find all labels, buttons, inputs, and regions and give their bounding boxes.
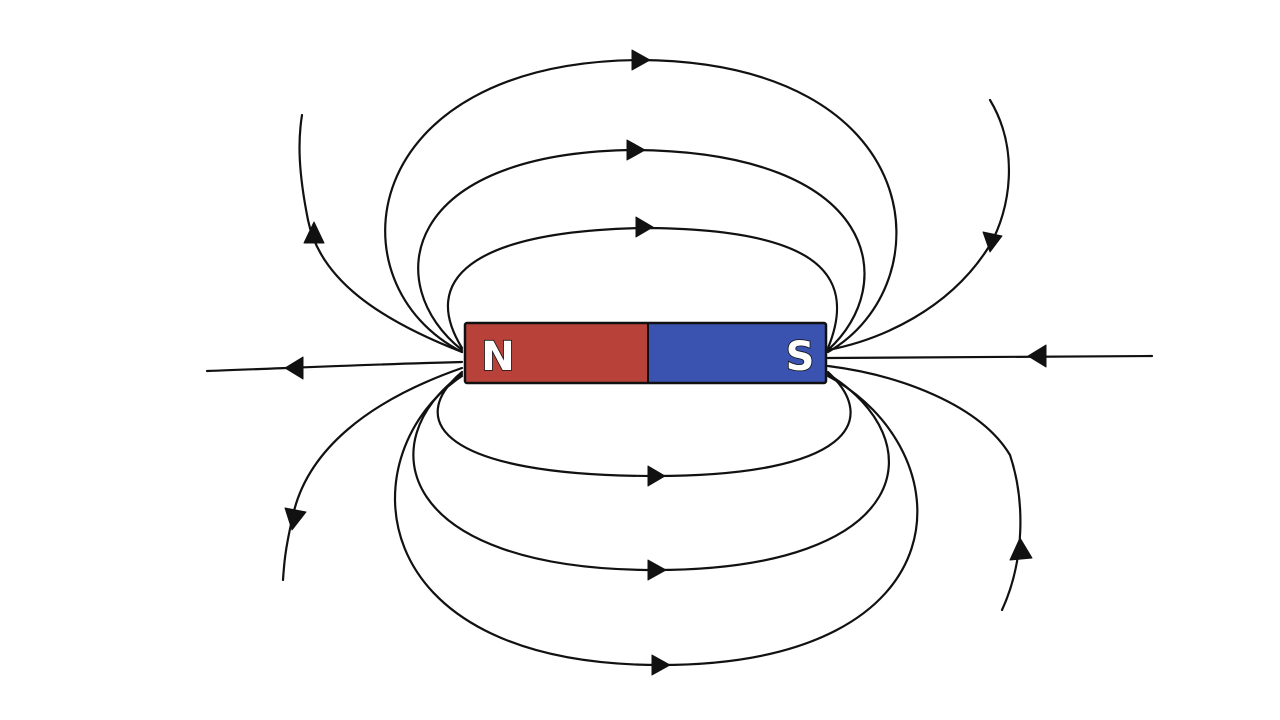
arrow-left-down (284, 507, 307, 531)
arrow-right-down (1009, 537, 1033, 561)
arrow-lower-inner (647, 465, 666, 487)
field-line-right-horizontal (826, 354, 1154, 360)
field-line-upper-middle (417, 148, 866, 352)
field-line-right-down (826, 364, 1022, 612)
magnet-south-half (648, 323, 826, 383)
arrow-left-horizontal (284, 356, 304, 380)
magnet-outline (463, 321, 828, 385)
arrow-left-up (303, 221, 325, 244)
field-line-left-down (281, 366, 464, 582)
arrow-upper-inner (635, 216, 654, 238)
arrow-upper-middle (626, 139, 646, 161)
arrow-right-up (982, 231, 1003, 253)
magnet-north-half (465, 323, 648, 383)
bar-magnet: N S (463, 321, 828, 385)
direction-arrows (284, 49, 1047, 676)
arrow-lower-middle (647, 559, 667, 581)
arrow-lower-outer (651, 654, 671, 676)
field-line-upper-outer (384, 58, 898, 354)
field-line-left-up (298, 113, 464, 354)
field-line-lower-outer (394, 374, 919, 667)
south-pole-label: S (786, 334, 815, 380)
arrow-right-horizontal (1027, 344, 1047, 368)
arrow-upper-outer (631, 49, 651, 71)
field-line-left-horizontal (205, 360, 464, 373)
field-line-lower-inner (436, 370, 852, 478)
north-pole-label: N (481, 334, 514, 380)
